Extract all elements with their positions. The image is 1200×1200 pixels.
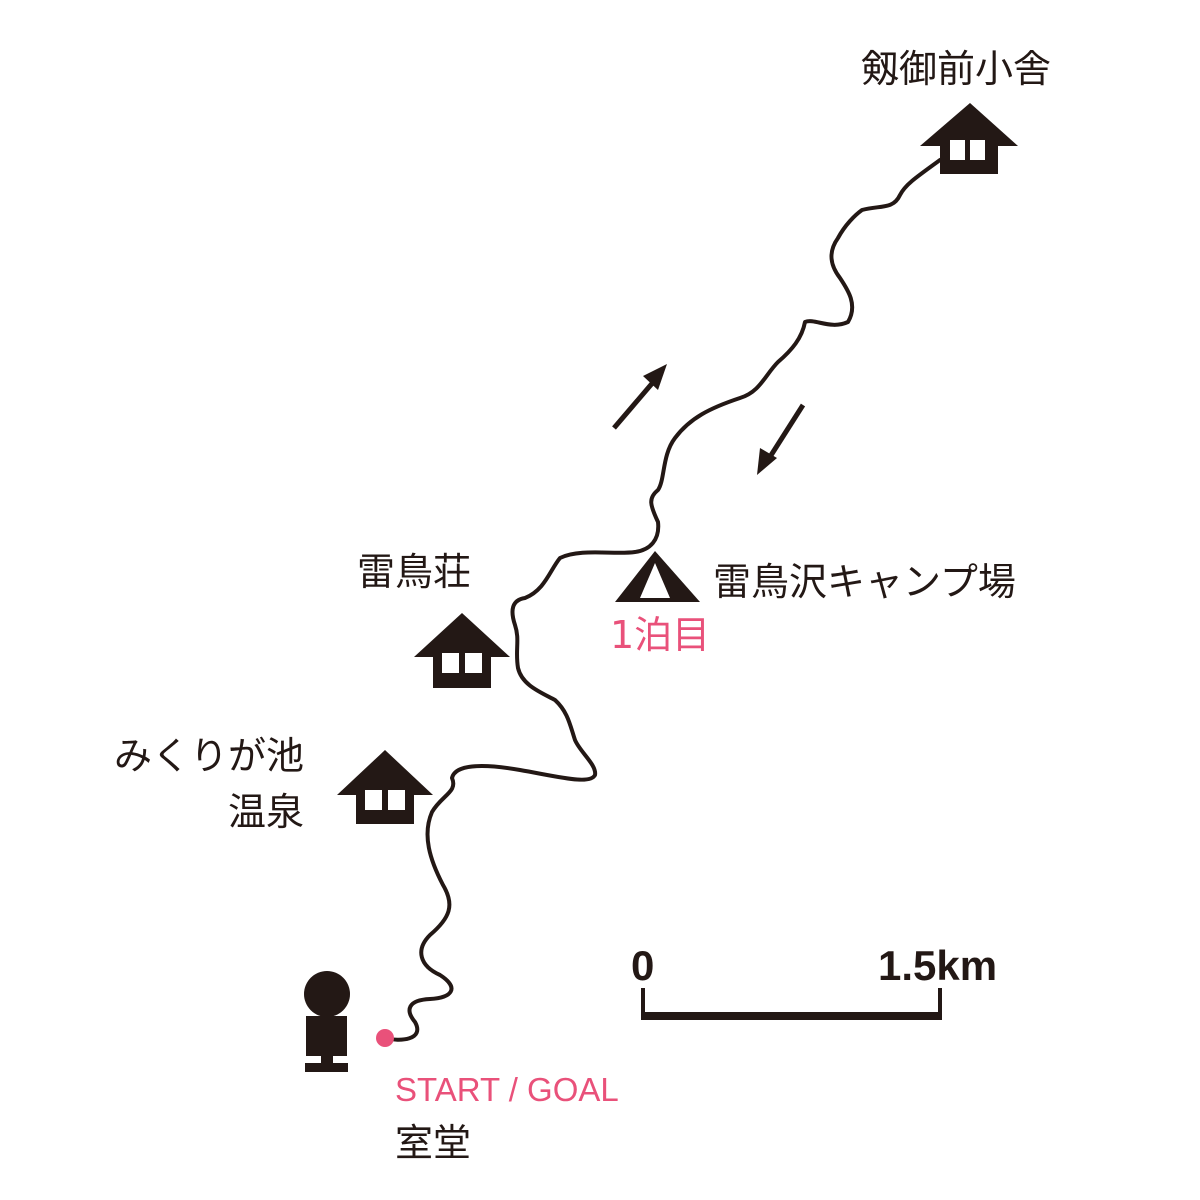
tent-icon [615, 551, 700, 602]
hut-icon [337, 750, 433, 824]
arrow-down-left-icon [757, 403, 806, 475]
label-tsurugi-gozen-hut: 剱御前小舎 [861, 47, 1052, 91]
label-murodo: 室堂 [395, 1121, 472, 1165]
label-first-night: 1泊目 [610, 613, 711, 657]
label-mikurigaike-onsen: 温泉 [228, 790, 305, 834]
scale-label-zero: 0 [631, 942, 655, 989]
start-point-marker [376, 1029, 394, 1047]
trail-route [383, 158, 942, 1042]
person-icon [304, 971, 350, 1072]
label-mikurigaike: みくりが池 [114, 734, 305, 778]
label-raichozawa-camp: 雷鳥沢キャンプ場 [713, 560, 1016, 604]
scale-bar [641, 988, 942, 1020]
label-start-goal: START / GOAL [395, 1071, 619, 1108]
hut-icon [414, 613, 510, 688]
hut-icon [920, 103, 1018, 174]
scale-label-max: 1.5km [878, 942, 998, 989]
arrow-up-right-icon [612, 364, 667, 430]
label-raichoso: 雷鳥荘 [357, 550, 472, 594]
